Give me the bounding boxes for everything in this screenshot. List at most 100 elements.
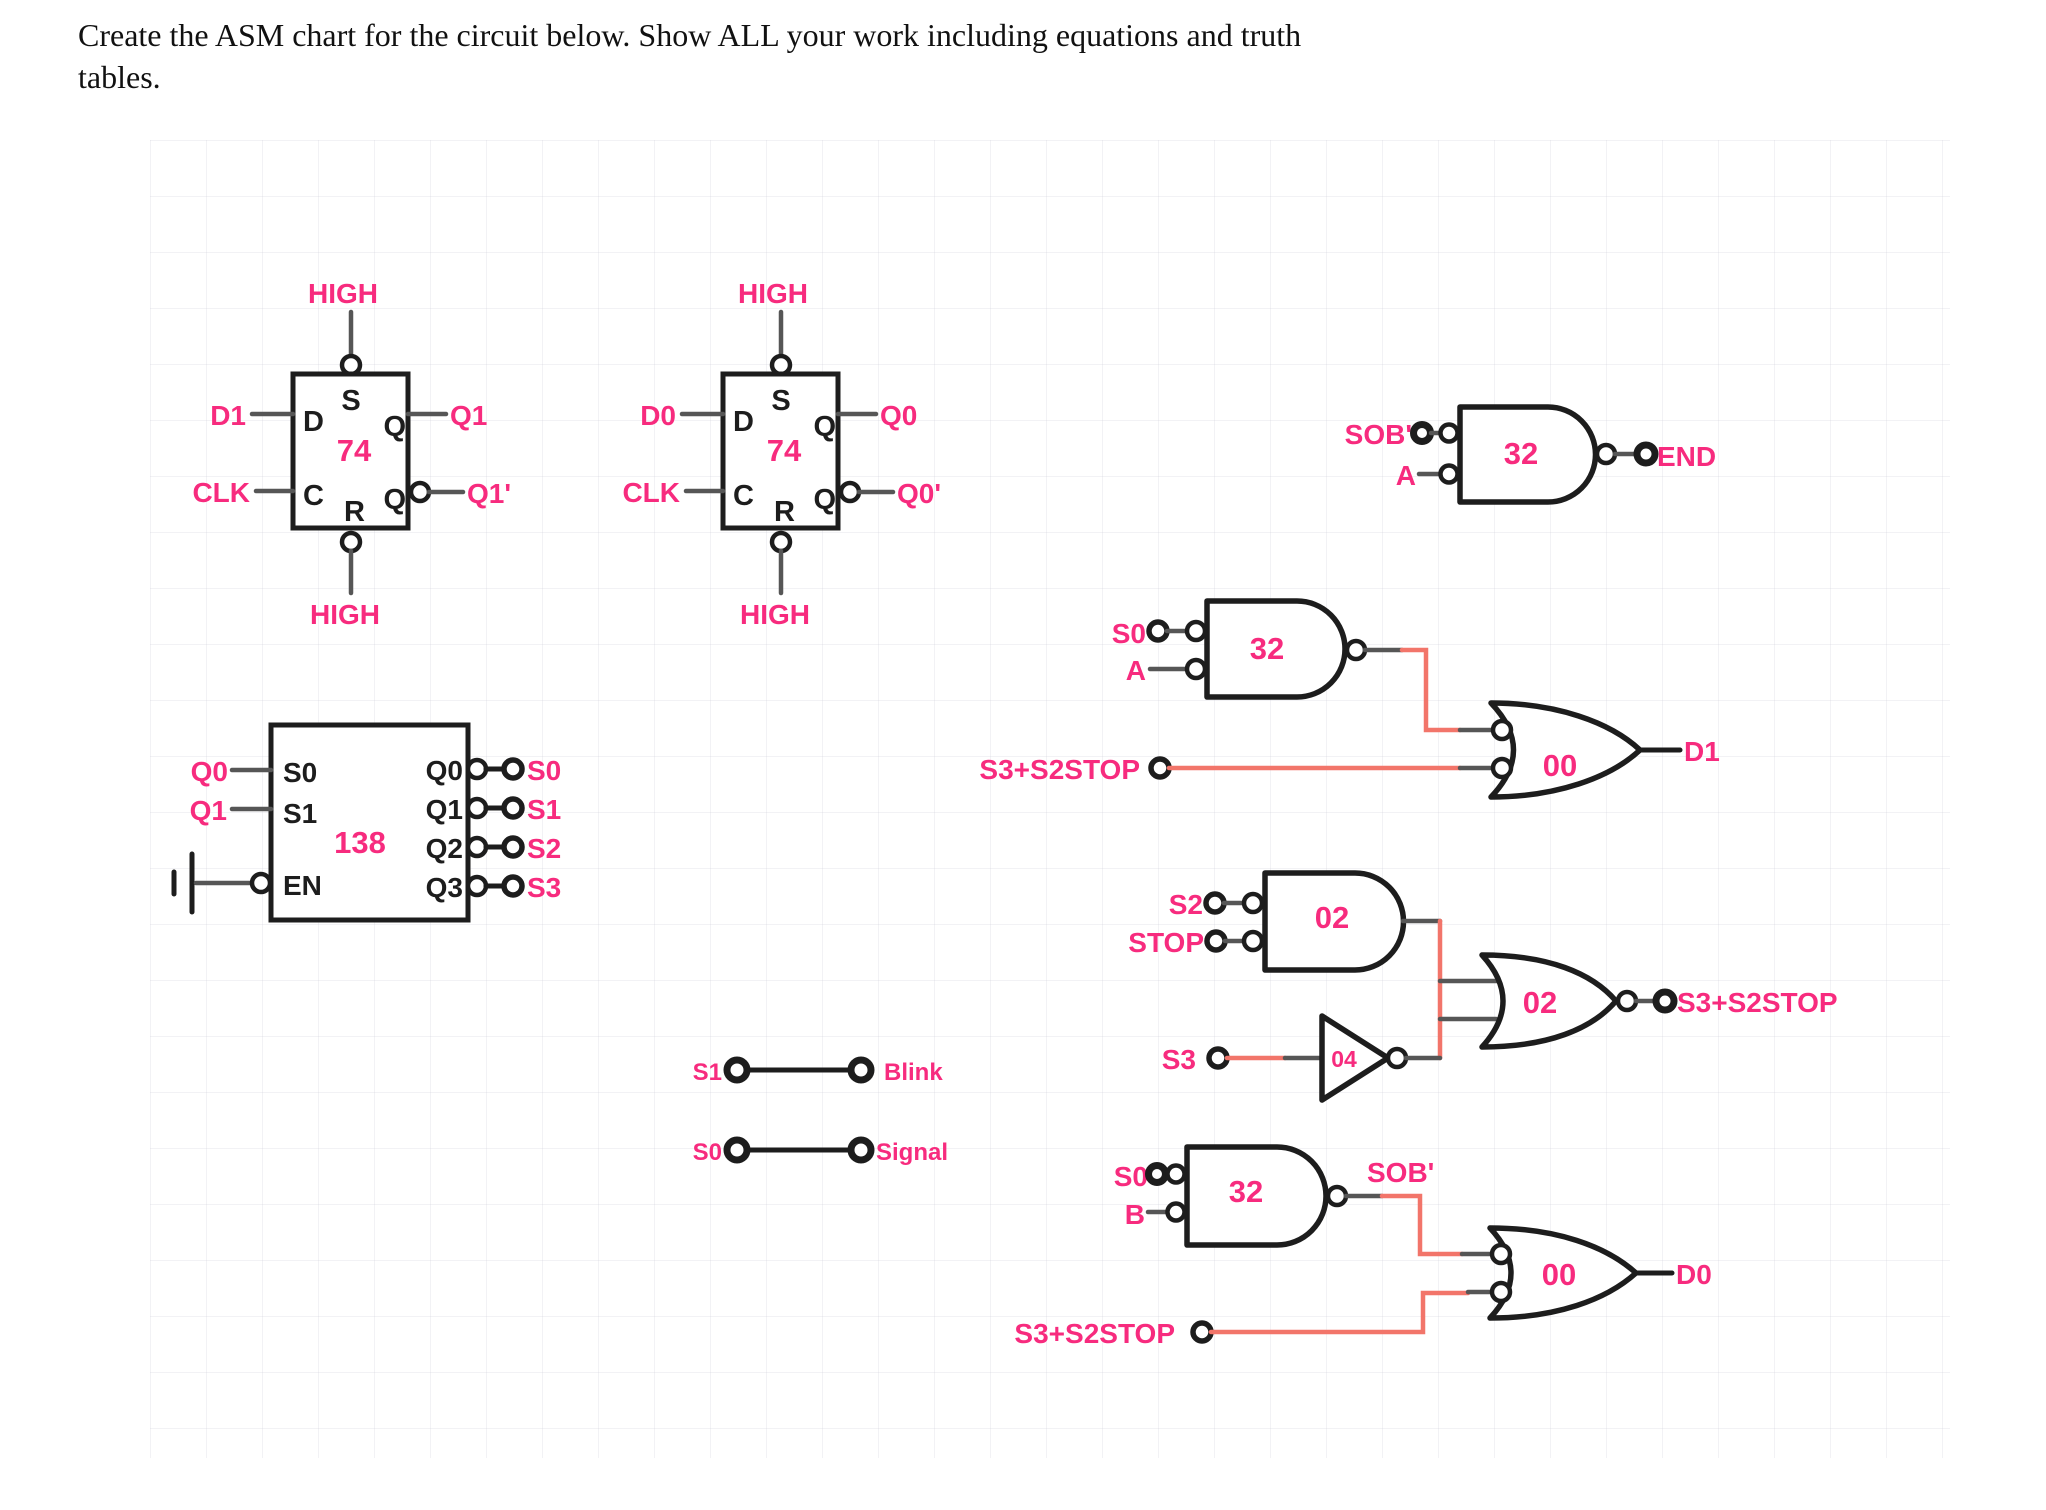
d0-or-in2-bubble-icon (1489, 1280, 1513, 1304)
d1-nand-in2-bubble-icon (1184, 657, 1208, 681)
ff1-pin-c: C (303, 480, 324, 512)
decoder-out0-terminal-icon (501, 757, 525, 781)
end-gate-in2-label: A (1396, 460, 1416, 491)
ff1-set-bubble-icon (339, 353, 363, 377)
d1-or-out-label: D1 (1684, 736, 1720, 767)
decoder-out2-terminal-icon (501, 835, 525, 859)
decoder-in2-label: Q1 (190, 795, 227, 826)
d0-or-gate: S3+S2STOP 00 D0 (1014, 1225, 1712, 1349)
d1-nand-in1-label: S0 (1112, 618, 1146, 649)
d1-nand-out-bubble-icon (1344, 638, 1368, 662)
s2stop-and-in2-label: STOP (1128, 927, 1204, 958)
sob-nand-out-label: SOB' (1367, 1157, 1434, 1188)
decoder-body (268, 722, 471, 923)
sob-to-d0-red-wire (1379, 1193, 1465, 1257)
end-gate-in1-terminal-icon (1410, 421, 1434, 445)
link1-from-label: S1 (693, 1059, 722, 1086)
ff2-set-bubble-icon (769, 353, 793, 377)
sob-nand-chip-number: 32 (1229, 1174, 1263, 1209)
s3-inv-out-bubble-icon (1385, 1046, 1409, 1070)
end-gate-out-label: END (1657, 441, 1716, 472)
link1-to-terminal-icon (847, 1056, 875, 1084)
decoder-out0-pin: Q0 (426, 755, 463, 786)
ff1-pin-s: S (341, 385, 360, 417)
ff2-top-rail-label: HIGH (738, 278, 808, 309)
decoder-138: Q0 S0 Q1 S1 138 EN Q0 S0 Q1 (171, 722, 562, 923)
end-nand-gate: SOB' A 32 END (1345, 404, 1716, 505)
s2stop-and-in1-bubble-icon (1241, 891, 1265, 915)
d1-nand-in2-label: A (1126, 655, 1146, 686)
question-line-1: Create the ASM chart for the circuit bel… (78, 17, 1302, 53)
link2-from-terminal-icon (723, 1136, 751, 1164)
ff2-pin-q: Q (813, 411, 836, 443)
s2stop-and-chip-number: 02 (1315, 900, 1349, 935)
d1-nand-in1-bubble-icon (1184, 619, 1208, 643)
link2-from-label: S0 (693, 1139, 722, 1166)
ff2-q-output-label: Q0 (880, 400, 917, 431)
s2stop-or-out-label: S3+S2STOP (1677, 987, 1838, 1018)
question-text: Create the ASM chart for the circuit bel… (78, 14, 1498, 98)
ff2-pin-r: R (774, 496, 795, 528)
decoder-out3-label: S3 (527, 872, 561, 903)
ff2-body (720, 371, 841, 531)
inverter-triangle-shape (1319, 1013, 1391, 1103)
ff1-pin-qbar: Q (383, 484, 406, 516)
decoder-pin-s1: S1 (283, 798, 317, 829)
decoder-out0-label: S0 (527, 755, 561, 786)
decoder-output-row: Q2 S2 (426, 833, 562, 864)
flip-flop-2: HIGH S D Q 74 C R Q D0 Q0 CLK Q0' HIGH (622, 278, 941, 630)
s2stop-or-gate: 02 S3+S2STOP (1479, 952, 1838, 1050)
d1-or-in1-bubble-icon (1490, 718, 1514, 742)
sob-nand-in1-label: S0 (1114, 1161, 1148, 1192)
decoder-in1-label: Q0 (191, 756, 228, 787)
s3-inv-in-terminal-icon (1206, 1046, 1230, 1070)
d1-nand-in1-terminal-icon (1146, 619, 1170, 643)
end-gate-out-bubble-icon (1594, 442, 1618, 466)
s2stop-and-in2-terminal-icon (1204, 929, 1228, 953)
sob-nand-in1-terminal-icon (1145, 1162, 1169, 1186)
s3-inv-chip-number: 04 (1331, 1046, 1357, 1072)
decoder-out0-bubble-icon (465, 757, 489, 781)
ff1-q-output-label: Q1 (450, 400, 487, 431)
d0-or-in1-bubble-icon (1489, 1242, 1513, 1266)
end-gate-in1-bubble-icon (1438, 422, 1460, 444)
decoder-out3-bubble-icon (465, 874, 489, 898)
d0-or-chip-number: 00 (1542, 1257, 1576, 1292)
or-shape (1488, 700, 1643, 800)
s3-inverter: S3 04 (1162, 1013, 1443, 1103)
sob-nand-in1-bubble-icon (1165, 1163, 1187, 1185)
d0-or-in2-terminal-icon (1190, 1320, 1214, 1344)
s3-inv-in-label: S3 (1162, 1044, 1196, 1075)
ff1-pin-q: Q (383, 411, 406, 443)
decoder-out2-bubble-icon (465, 835, 489, 859)
d0-or-in2-red-wire (1208, 1290, 1471, 1335)
decoder-output-row: Q0 S0 (426, 755, 562, 786)
end-gate-out-terminal-icon (1633, 441, 1659, 467)
decoder-output-row: Q1 S1 (426, 794, 562, 825)
sob-nand-in2-bubble-icon (1165, 1201, 1187, 1223)
ff1-bottom-rail-label: HIGH (310, 599, 380, 630)
question-line-2: tables. (78, 59, 161, 95)
link2-to-terminal-icon (847, 1136, 875, 1164)
d1-nand-gate: S0 A 32 (1112, 598, 1495, 733)
s2stop-or-chip-number: 02 (1523, 985, 1557, 1020)
d1-nand-chip-number: 32 (1250, 631, 1284, 666)
ff1-pin-d: D (303, 406, 324, 438)
ff1-chip-number: 74 (337, 433, 372, 468)
d1-or-in2-terminal-icon (1148, 756, 1172, 780)
ff2-clk-input-label: CLK (622, 477, 680, 508)
ff2-pin-qbar: Q (813, 484, 836, 516)
flip-flop-1: HIGH S D Q 74 C R Q D1 Q1 CLK Q1' HIGH (192, 278, 511, 630)
ff1-reset-bubble-icon (339, 530, 363, 554)
or-shape (1479, 952, 1619, 1050)
ff2-d-input-label: D0 (640, 400, 676, 431)
decoder-out3-pin: Q3 (426, 872, 463, 903)
s2stop-or-out-bubble-icon (1615, 989, 1639, 1013)
ff1-qbar-bubble-icon (408, 480, 432, 504)
decoder-out1-pin: Q1 (426, 794, 463, 825)
end-gate-in1-label: SOB' (1345, 419, 1412, 450)
decoder-output-row: Q3 S3 (426, 872, 562, 903)
link2-to-label: Signal (876, 1139, 948, 1166)
decoder-pin-s0: S0 (283, 757, 317, 788)
